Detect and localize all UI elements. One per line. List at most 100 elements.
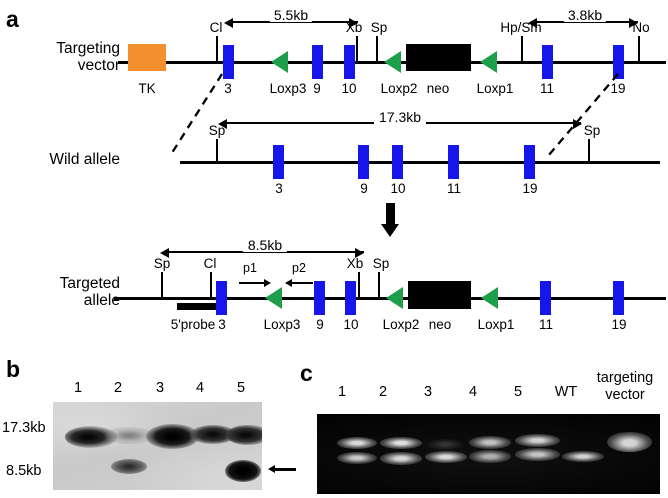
- tick-label-xb-ta: Xb: [346, 256, 364, 271]
- exon-9-wa: [358, 145, 369, 179]
- element-label-loxp1-tv: Loxp1: [476, 81, 514, 96]
- blot-band-lane5-17-3kb: [226, 425, 262, 445]
- tick-label-sp-ta-right: Sp: [372, 256, 390, 271]
- homology-dashed-left: [170, 70, 280, 160]
- exon-11-ta: [540, 281, 551, 315]
- element-neo-tv: [406, 44, 471, 71]
- blot-size-marker-17-3kb: 17.3kb: [2, 420, 46, 436]
- tick-label-cl-ta: Cl: [203, 256, 217, 271]
- element-label-exon-19-wa: 19: [522, 181, 538, 196]
- exon-11-wa: [448, 145, 459, 179]
- element-label-exon-19-tv: 19: [610, 81, 626, 96]
- loxp1-tv: [480, 51, 497, 73]
- gel-lane-label-3: 3: [423, 384, 433, 400]
- primer-arrowhead-p2: [285, 279, 292, 287]
- blot-band-lane4-17-3kb: [190, 425, 236, 444]
- tick-label-xb-tv: Xb: [345, 20, 363, 35]
- element-label-exon-19-ta: 19: [611, 317, 627, 332]
- blot-band-lane5-8-5kb: [225, 460, 261, 482]
- tick-cl-tv: [216, 36, 218, 62]
- element-label-exon-3-tv: 3: [224, 81, 232, 96]
- blot-lane-label-3: 3: [155, 380, 165, 396]
- gel-band-laneTV: [607, 432, 652, 452]
- tick-sp-tv: [376, 36, 378, 62]
- gel-lane-label-2: 2: [378, 384, 388, 400]
- blot-size-marker-8-5kb: 8.5kb: [6, 463, 42, 479]
- blot-band-lane2-17-3kb: [105, 427, 153, 444]
- primer-label-p1: p1: [243, 261, 257, 275]
- exon-3-wa: [273, 145, 284, 179]
- gel-band-lane5-upper: [515, 434, 560, 447]
- panel-letter-c: c: [300, 360, 313, 386]
- element-neo-ta: [408, 281, 471, 309]
- gel-band-lane1-upper: [337, 437, 377, 449]
- element-label-tk: TK: [138, 81, 156, 96]
- element-label-loxp3-tv: Loxp3: [269, 81, 307, 96]
- element-label-neo-ta: neo: [428, 317, 452, 332]
- gel-band-lane4-upper: [469, 436, 511, 449]
- element-label-loxp2-ta: Loxp2: [382, 317, 420, 332]
- gel-band-lane2-lower: [380, 452, 422, 465]
- loxp2-tv: [384, 51, 401, 73]
- row-label-wild-allele: Wild allele: [49, 151, 120, 168]
- exon-19-wa: [524, 145, 535, 179]
- tick-cl-ta: [210, 272, 212, 298]
- tick-xb-tv: [356, 36, 358, 62]
- tick-sp-wa-left: [216, 139, 218, 162]
- exon-11-tv: [542, 45, 553, 79]
- primer-arrow-p2: [291, 282, 313, 284]
- blot-lane-label-1: 1: [73, 380, 83, 396]
- row-label-targeting-vector: Targeting vector: [56, 40, 120, 74]
- row-label-targeted-allele: Targeted allele: [59, 275, 120, 309]
- primer-arrow-p1: [239, 282, 265, 284]
- measure-label-17-3kb: 17.3kb: [373, 110, 427, 124]
- loxp3-tv: [271, 51, 288, 73]
- measure-label-5-5kb: 5.5kb: [269, 8, 313, 22]
- loxp1-ta: [481, 287, 498, 309]
- gel-band-lane4-lower: [469, 450, 511, 463]
- tick-hpsm-tv: [521, 36, 523, 62]
- element-label-exon-10-tv: 10: [341, 81, 357, 96]
- exon-19-ta: [613, 281, 624, 315]
- primer-arrowhead-p1: [264, 279, 271, 287]
- tick-label-hpsm-tv: Hp/Sm: [500, 20, 542, 35]
- tick-sp-ta-right: [378, 272, 380, 298]
- element-label-exon-11-ta: 11: [538, 317, 554, 332]
- gel-band-lane2-upper: [380, 437, 422, 449]
- gel-lane-label-1: 1: [337, 384, 347, 400]
- probe-label-5prime: 5'probe: [170, 317, 216, 332]
- tick-label-sp-wa-left: Sp: [208, 123, 226, 138]
- exon-10-wa: [392, 145, 403, 179]
- tick-label-sp-wa-right: Sp: [583, 123, 601, 138]
- southern-blot-image: [53, 402, 262, 490]
- panel-letter-a: a: [6, 6, 19, 32]
- measure-label-8-5kb: 8.5kb: [242, 238, 288, 252]
- gel-band-lane1-lower: [337, 452, 377, 464]
- tick-sp-wa-right: [588, 139, 590, 162]
- element-label-exon-10-ta: 10: [343, 317, 359, 332]
- blot-band-lane1-17-3kb: [65, 426, 117, 448]
- element-label-loxp1-ta: Loxp1: [477, 317, 515, 332]
- exon-9-ta: [314, 281, 325, 315]
- tick-label-cl-tv: Cl: [209, 20, 223, 35]
- element-tk: [128, 44, 166, 71]
- gel-lane-label-targeting-vector: targeting vector: [596, 370, 654, 403]
- element-label-exon-9-ta: 9: [316, 317, 324, 332]
- primer-label-p2: p2: [292, 261, 306, 275]
- tick-label-no-tv: No: [632, 20, 650, 35]
- loxp2-ta: [386, 287, 403, 309]
- gel-band-laneWT: [562, 451, 604, 462]
- gel-lane-label-4: 4: [468, 384, 478, 400]
- tick-xb-ta: [358, 272, 360, 298]
- element-label-exon-3-wa: 3: [275, 181, 283, 196]
- backbone-wild-allele: [180, 161, 660, 164]
- exon-3-tv: [223, 45, 234, 79]
- blot-lane-label-4: 4: [195, 380, 205, 396]
- gel-band-lane3-smear: [427, 439, 463, 450]
- exon-9-tv: [312, 45, 323, 79]
- element-label-exon-10-wa: 10: [390, 181, 406, 196]
- tick-no-tv: [638, 36, 640, 62]
- blot-lane-label-5: 5: [236, 380, 246, 396]
- measure-label-3-8kb: 3.8kb: [563, 8, 607, 22]
